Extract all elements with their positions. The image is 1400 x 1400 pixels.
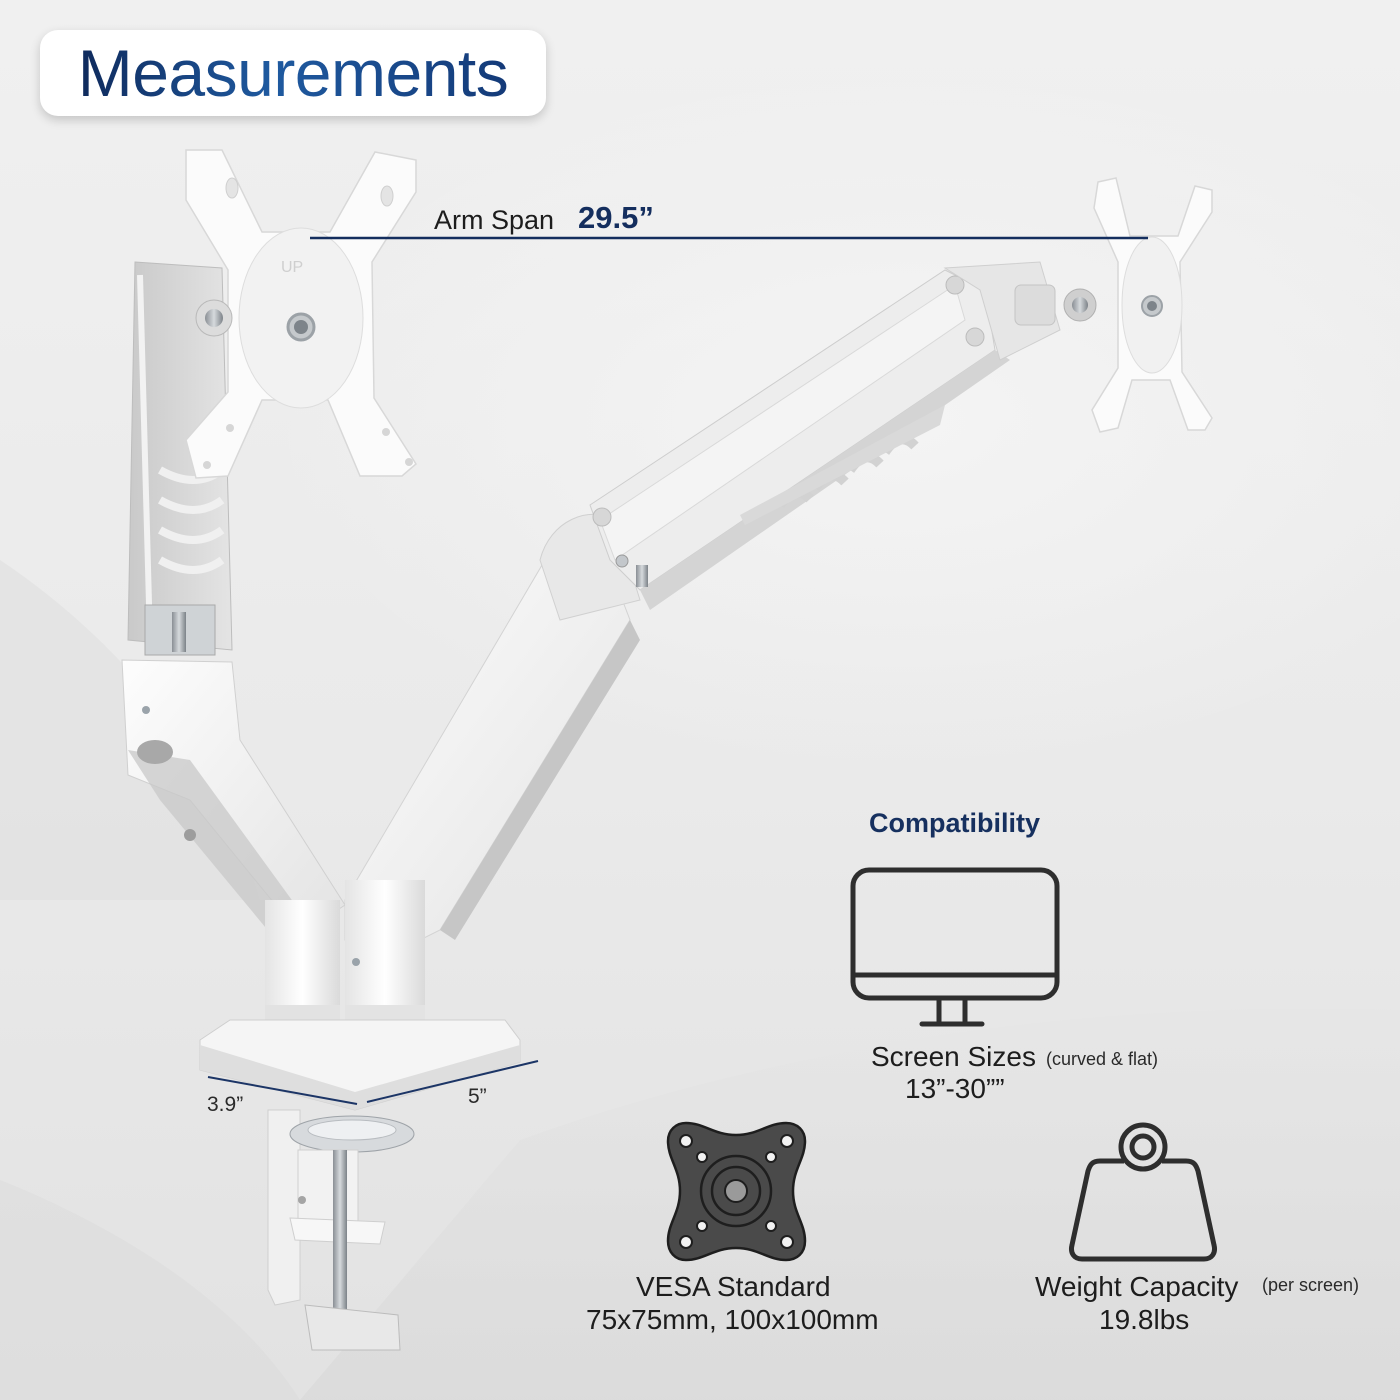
base-depth-dimension-line [207, 1076, 358, 1105]
vesa-standard-value: 75x75mm, 100x100mm [586, 1304, 879, 1335]
weight-capacity-label: Weight Capacity [1035, 1271, 1239, 1302]
left-vesa-plate: UP [185, 149, 417, 479]
screen-sizes-note: (curved & flat) [1046, 1049, 1159, 1069]
screen-sizes-value: 13”-30”” [905, 1073, 1005, 1104]
base-depth-value: 3.9” [207, 1093, 244, 1116]
svg-text:UP: UP [281, 259, 303, 276]
base-width-value: 5” [468, 1085, 487, 1108]
title-banner: Measurements [40, 30, 546, 116]
vesa-plate-icon [666, 1121, 807, 1262]
right-vesa-plate [1091, 177, 1213, 433]
arm-span-label: Arm Span [434, 205, 555, 235]
monitor-icon [850, 867, 1060, 1027]
right-arm [344, 261, 1097, 1030]
weight-capacity-value: 19.8lbs [1099, 1304, 1190, 1335]
arm-span-value: 29.5” [578, 200, 654, 235]
weight-icon [1069, 1122, 1217, 1262]
base-width-dimension-line [366, 1060, 539, 1103]
screen-sizes-label: Screen Sizes [871, 1041, 1036, 1072]
vesa-standard-label: VESA Standard [636, 1271, 831, 1302]
weight-capacity-note: (per screen) [1262, 1275, 1360, 1295]
desk-clamp [199, 1019, 521, 1351]
page-title: Measurements [77, 36, 509, 110]
compatibility-heading: Compatibility [869, 808, 1041, 838]
